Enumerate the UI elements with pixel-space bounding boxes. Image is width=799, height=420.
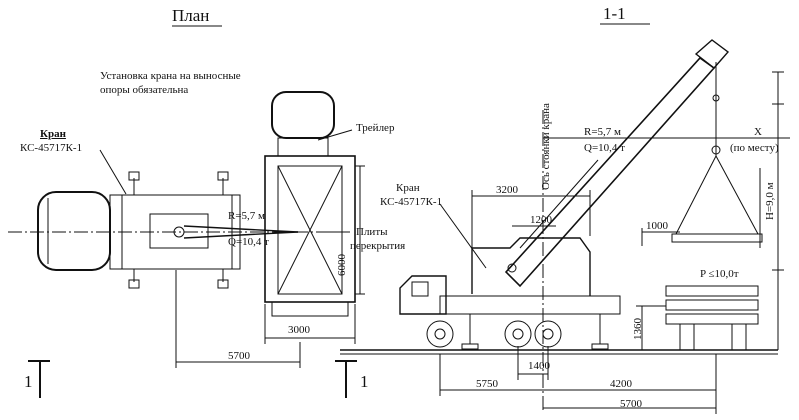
- boom-head: [694, 39, 730, 69]
- plan-slabs: [277, 165, 343, 295]
- section-radius-label: R=5,7 м: [584, 126, 622, 138]
- plan-view: [8, 25, 365, 398]
- plan-note-line2: опоры обязательна: [100, 84, 189, 96]
- plan-radius-label: R=5,7 м: [228, 210, 266, 222]
- height-label: H=9,0 м: [764, 182, 776, 220]
- section-view: [340, 23, 790, 414]
- dim-5750-label: 5750: [476, 378, 498, 390]
- dim-5700-label: 5700: [620, 398, 642, 410]
- crane-boom: [504, 56, 716, 288]
- section-title: 1-1: [603, 4, 626, 23]
- dim-3200-label: 3200: [496, 184, 518, 196]
- plan-note-line1: Установка крана на выносные: [100, 70, 241, 82]
- dim-1360-label: 1360: [632, 318, 644, 340]
- section-mark-right-label: 1: [360, 372, 369, 391]
- wheel: [504, 320, 532, 348]
- plan-capacity-label: Q=10,4 т: [228, 236, 269, 248]
- suspended-slab: [671, 233, 763, 243]
- crane-axis-label: Ось стоянки крана: [540, 103, 552, 190]
- plan-dim-6000-label: 6000: [336, 254, 348, 276]
- plan-slabs-line1: Плиты: [356, 226, 388, 238]
- plan-dim-3000-label: 3000: [288, 324, 310, 336]
- dim-1200-label: 1200: [530, 214, 552, 226]
- plan-trailer-label: Трейлер: [356, 122, 395, 134]
- dim-1000-label: 1000: [646, 220, 668, 232]
- sling: [715, 155, 759, 235]
- plan-crane-body: [109, 194, 241, 270]
- section-crane-label: Кран: [396, 182, 420, 194]
- section-crane-model: КС-45717К-1: [380, 196, 443, 208]
- truck-cab: [399, 275, 447, 315]
- wheel: [426, 320, 454, 348]
- plan-dim-5700-label: 5700: [228, 350, 250, 362]
- x-label: X: [754, 126, 762, 138]
- plan-boom: [183, 231, 299, 239]
- truck-frame: [439, 295, 621, 315]
- dim-4200-label: 4200: [610, 378, 632, 390]
- plan-crane-label: Кран: [40, 128, 66, 140]
- plan-trailer-cab: [271, 91, 335, 139]
- sling: [675, 155, 717, 235]
- dim-1400-label: 1400: [528, 360, 550, 372]
- slab-stack: [665, 285, 759, 297]
- hook: [711, 145, 721, 155]
- wheel: [534, 320, 562, 348]
- section-mark-left-label: 1: [24, 372, 33, 391]
- plan-boom: [183, 225, 299, 233]
- plan-slabs-line2: перекрытия: [350, 240, 406, 252]
- x-note: (по месту): [730, 142, 779, 154]
- load-label: P ≤10,0т: [700, 268, 739, 280]
- crane-superstructure: [471, 237, 591, 296]
- plan-slew-center: [173, 226, 185, 238]
- plan-crane-cab: [37, 191, 111, 271]
- plan-title: План: [172, 6, 210, 25]
- plan-crane-model: КС-45717К-1: [20, 142, 83, 154]
- section-capacity-label: Q=10,4 т: [584, 142, 625, 154]
